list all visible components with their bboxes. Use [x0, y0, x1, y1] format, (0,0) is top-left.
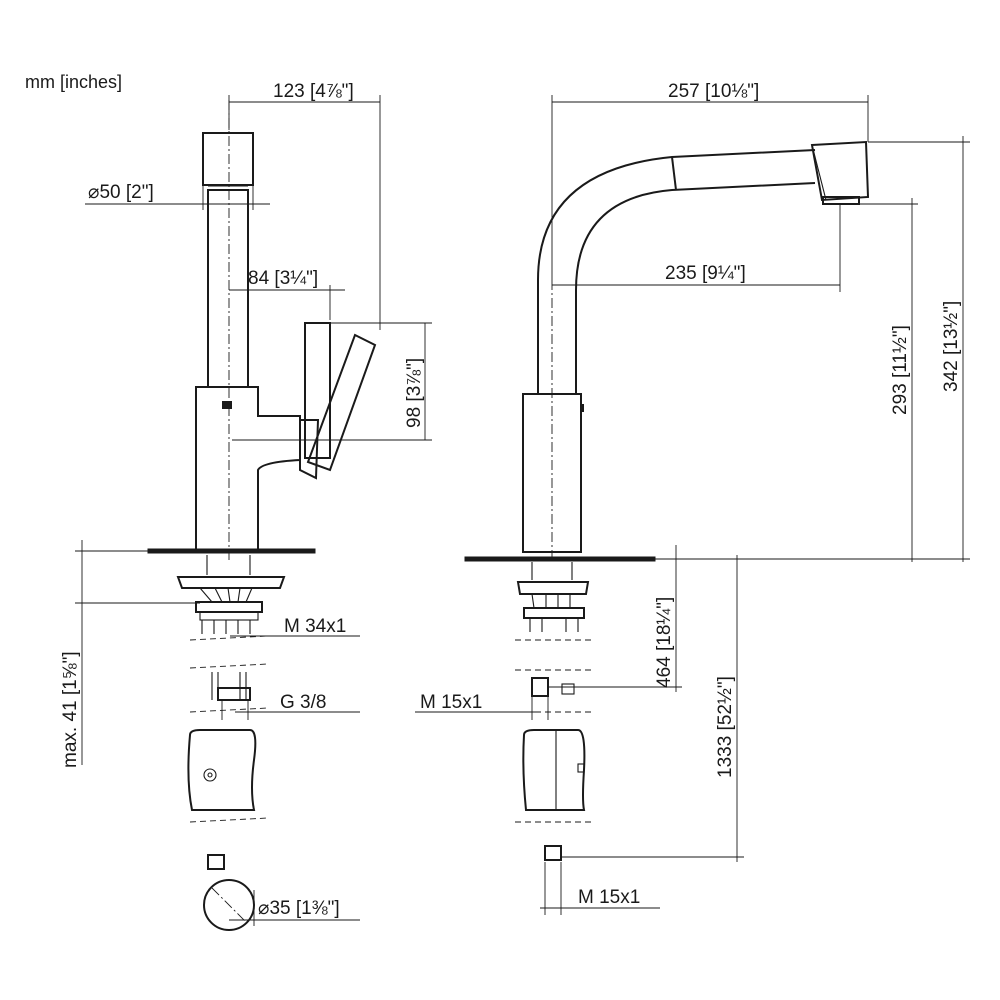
dim-235: 235 [9¼"] [665, 263, 746, 284]
svg-text:84 [3¼"]: 84 [3¼"] [248, 268, 318, 289]
thread-m34x1: M 34x1 [284, 616, 346, 637]
svg-text:235 [9¼"]: 235 [9¼"] [665, 263, 746, 284]
svg-text:257 [10⅛"]: 257 [10⅛"] [668, 81, 759, 102]
svg-text:98 [3⅞"]: 98 [3⅞"] [404, 358, 425, 428]
thread-m15x1-lower: M 15x1 [578, 887, 640, 908]
svg-text:max. 41 [1⅝"]: max. 41 [1⅝"] [60, 651, 81, 768]
dim-123: 123 [4⅞"] [273, 81, 354, 102]
units-label: mm [inches] [25, 72, 122, 92]
dim-1333: 1333 [52½"] [715, 676, 736, 778]
svg-text:1333 [52½"]: 1333 [52½"] [715, 676, 736, 778]
faucet-front-view [464, 140, 870, 861]
svg-text:⌀50 [2"]: ⌀50 [2"] [88, 182, 154, 203]
faucet-side-view [147, 100, 377, 931]
svg-text:464 [18¼"]: 464 [18¼"] [654, 597, 675, 688]
svg-text:293 [11½"]: 293 [11½"] [890, 325, 911, 415]
thread-g38: G 3/8 [280, 692, 326, 713]
svg-text:342 [13½"]: 342 [13½"] [941, 301, 962, 392]
dim-257: 257 [10⅛"] [668, 81, 759, 102]
dim-diameter-35: ⌀35 [1⅜"] [258, 898, 340, 919]
svg-text:⌀35 [1⅜"]: ⌀35 [1⅜"] [258, 898, 340, 919]
thread-m15x1-upper: M 15x1 [420, 692, 482, 713]
right-dimension-lines [415, 95, 970, 915]
dim-max-41: max. 41 [1⅝"] [60, 651, 81, 768]
svg-text:123 [4⅞"]: 123 [4⅞"] [273, 81, 354, 102]
dim-342: 342 [13½"] [941, 301, 962, 392]
dim-98: 98 [3⅞"] [404, 358, 425, 428]
left-dimension-lines [75, 95, 432, 926]
dim-84: 84 [3¼"] [248, 268, 318, 289]
dim-293: 293 [11½"] [890, 325, 911, 415]
dim-464: 464 [18¼"] [654, 597, 675, 688]
dim-diameter-50: ⌀50 [2"] [88, 182, 154, 203]
